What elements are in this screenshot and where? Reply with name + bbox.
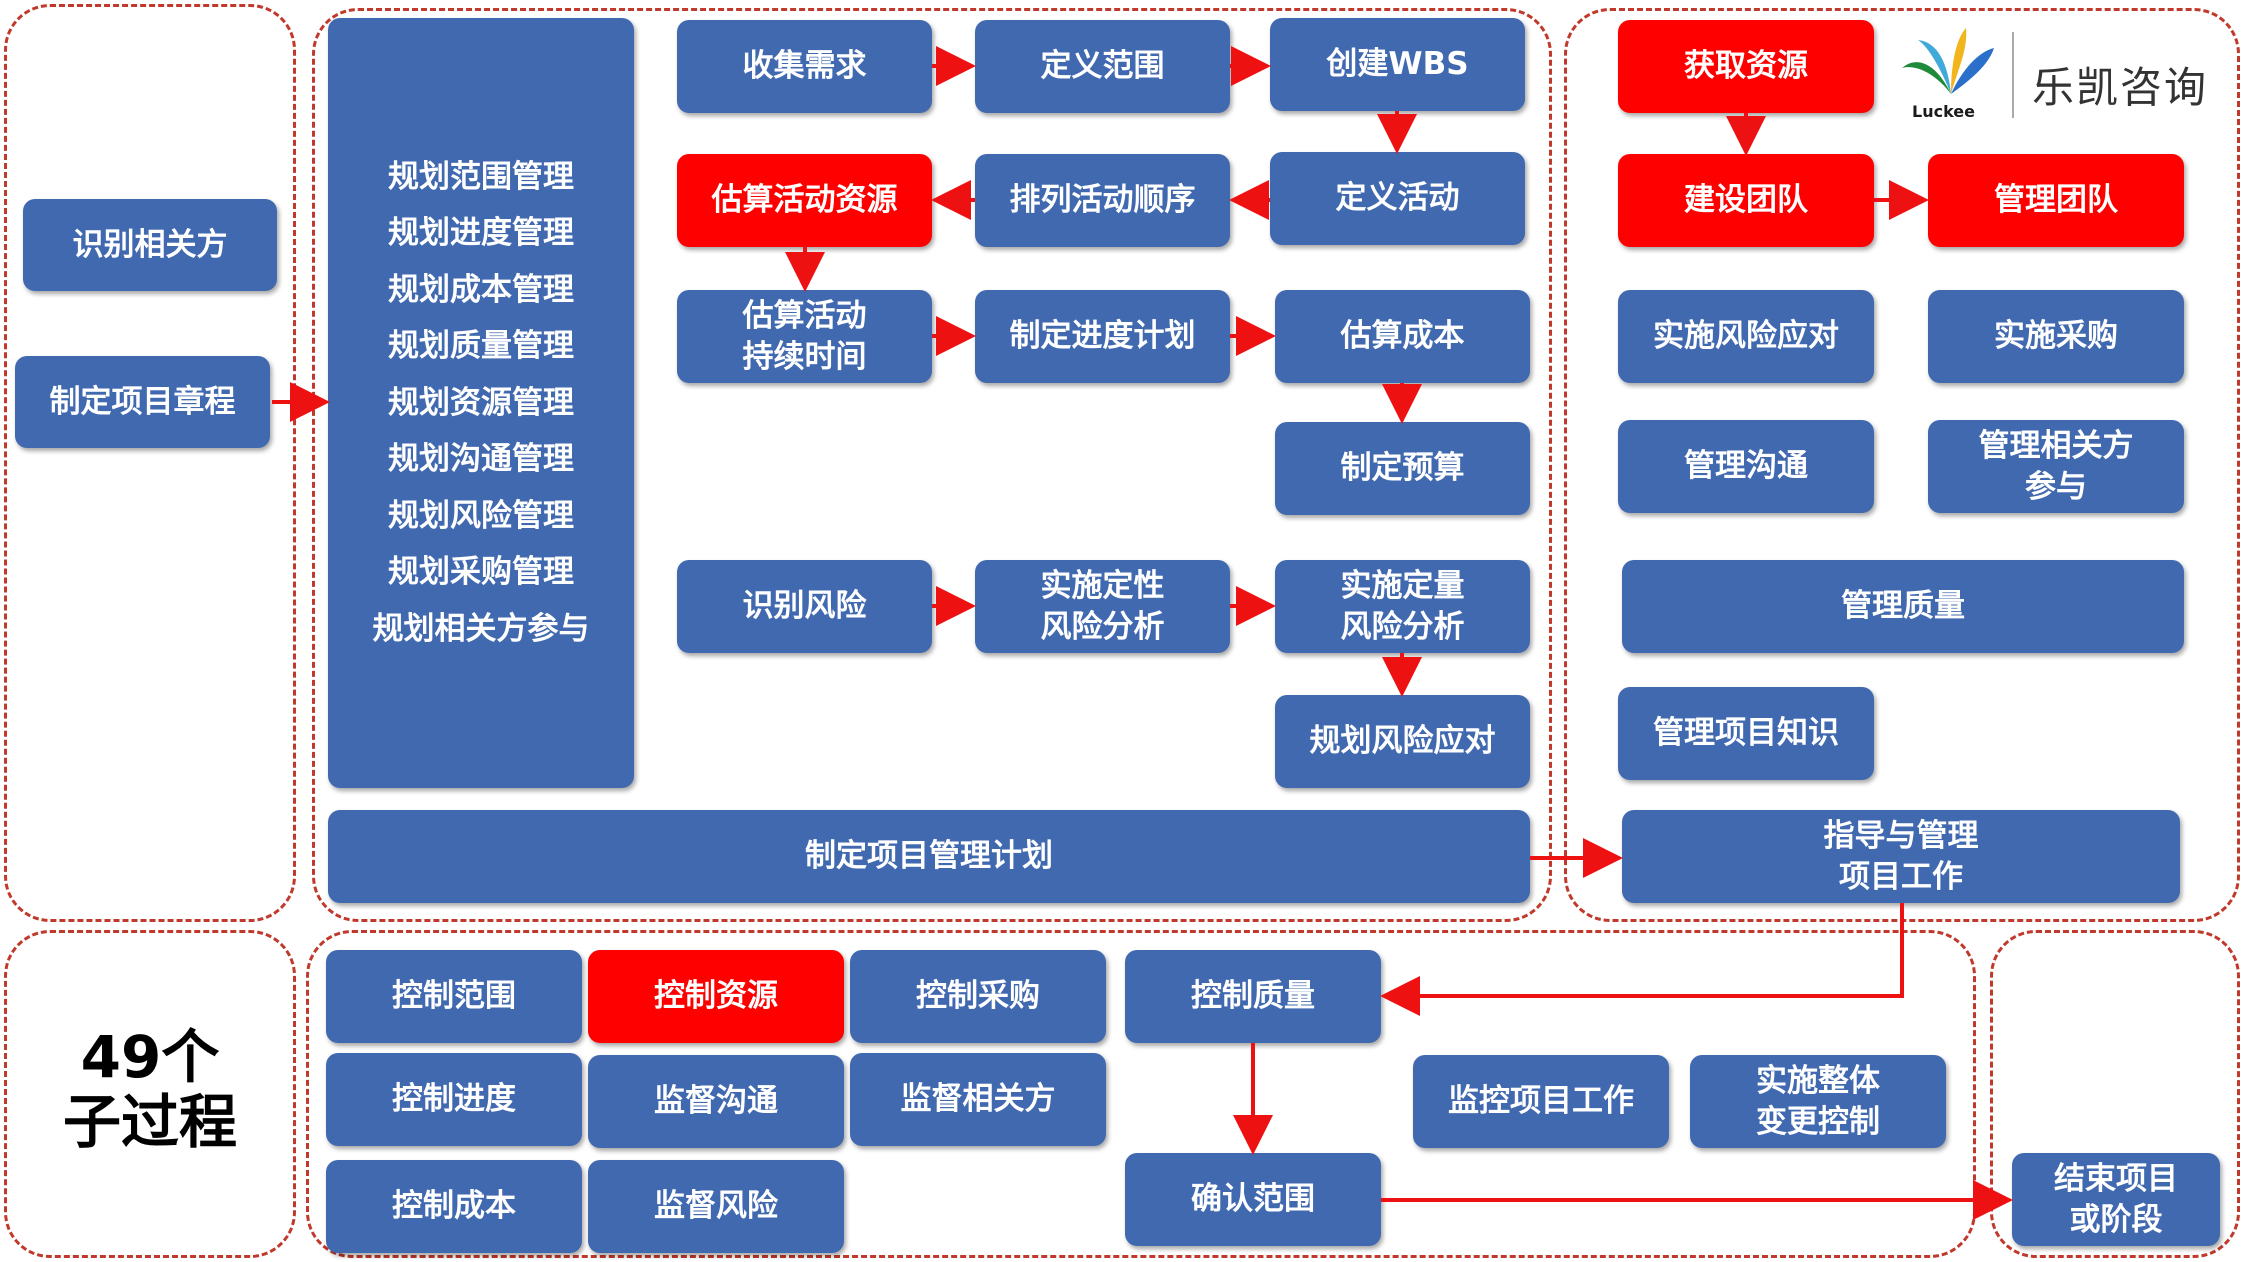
- planning-column-item: 规划采购管理: [388, 554, 574, 591]
- control-procurements-box: 控制采购: [850, 950, 1106, 1043]
- manage-quality-box: 管理质量: [1622, 560, 2184, 653]
- planning-group: [312, 8, 1552, 922]
- summary-group: [4, 930, 296, 1258]
- planning-column-item: 规划质量管理: [388, 328, 574, 365]
- control-schedule-box: 控制进度: [326, 1053, 582, 1146]
- logo-divider: [2012, 32, 2014, 118]
- monitor-risks-box: 监督风险: [588, 1160, 844, 1253]
- identify-risks-box: 识别风险: [677, 560, 932, 653]
- sequence-activities-box: 排列活动顺序: [975, 154, 1230, 247]
- create-wbs-box: 创建WBS: [1270, 18, 1525, 111]
- planning-column-item: 规划沟通管理: [388, 441, 574, 478]
- estimate-durations-box: 估算活动 持续时间: [677, 290, 932, 383]
- develop-schedule-box: 制定进度计划: [975, 290, 1230, 383]
- implement-risk-responses-box: 实施风险应对: [1618, 290, 1874, 383]
- planning-column: 规划范围管理 规划进度管理 规划成本管理 规划质量管理 规划资源管理 规划沟通管…: [328, 18, 634, 788]
- define-activities-box: 定义活动: [1270, 152, 1525, 245]
- integrated-change-control-box: 实施整体 变更控制: [1690, 1055, 1946, 1148]
- initiating-group: [4, 4, 296, 922]
- monitor-communications-box: 监督沟通: [588, 1055, 844, 1148]
- control-resources-box: 控制资源: [588, 950, 844, 1043]
- develop-team-box: 建设团队: [1618, 154, 1874, 247]
- estimate-costs-box: 估算成本: [1275, 290, 1530, 383]
- arrow-direct-to-control-quality: [1380, 903, 1904, 1016]
- control-scope-box: 控制范围: [326, 950, 582, 1043]
- logo-brand: 乐凯咨询: [2032, 63, 2209, 112]
- monitor-stakeholders-box: 监督相关方: [850, 1053, 1106, 1146]
- determine-budget-box: 制定预算: [1275, 422, 1530, 515]
- develop-pm-plan-box: 制定项目管理计划: [328, 810, 1530, 903]
- plan-risk-responses-box: 规划风险应对: [1275, 695, 1530, 788]
- close-project-box: 结束项目 或阶段: [2012, 1153, 2220, 1246]
- planning-column-item: 规划成本管理: [388, 271, 574, 308]
- control-quality-box: 控制质量: [1125, 950, 1381, 1043]
- estimate-activity-resources-box: 估算活动资源: [677, 154, 932, 247]
- conduct-procurements-box: 实施采购: [1928, 290, 2184, 383]
- validate-scope-box: 确认范围: [1125, 1153, 1381, 1246]
- monitor-control-work-box: 监控项目工作: [1413, 1055, 1669, 1148]
- manage-knowledge-box: 管理项目知识: [1618, 687, 1874, 780]
- direct-manage-work-box: 指导与管理 项目工作: [1622, 810, 2180, 903]
- qualitative-risk-box: 实施定性 风险分析: [975, 560, 1230, 653]
- manage-stakeholder-engagement-box: 管理相关方 参与: [1928, 420, 2184, 513]
- planning-column-item: 规划进度管理: [388, 215, 574, 252]
- identify-stakeholders-box: 识别相关方: [23, 199, 277, 291]
- closing-group: [1990, 930, 2240, 1258]
- quantitative-risk-box: 实施定量 风险分析: [1275, 560, 1530, 653]
- logo: Luckee 乐凯咨询: [1870, 14, 2230, 134]
- collect-requirements-box: 收集需求: [677, 20, 932, 113]
- planning-column-item: 规划风险管理: [388, 497, 574, 534]
- manage-communications-box: 管理沟通: [1618, 420, 1874, 513]
- control-costs-box: 控制成本: [326, 1160, 582, 1253]
- monitoring-group: [306, 930, 1976, 1258]
- logo-sub: Luckee: [1912, 102, 1975, 121]
- acquire-resources-box: 获取资源: [1618, 20, 1874, 113]
- develop-charter-box: 制定项目章程: [15, 356, 270, 448]
- planning-column-item: 规划资源管理: [388, 384, 574, 421]
- summary-label: 49个 子过程: [62, 1023, 237, 1156]
- luckee-logo-icon: [1902, 28, 1994, 94]
- planning-column-item: 规划相关方参与: [372, 610, 590, 647]
- manage-team-box: 管理团队: [1928, 154, 2184, 247]
- planning-column-item: 规划范围管理: [388, 158, 574, 195]
- define-scope-box: 定义范围: [975, 20, 1230, 113]
